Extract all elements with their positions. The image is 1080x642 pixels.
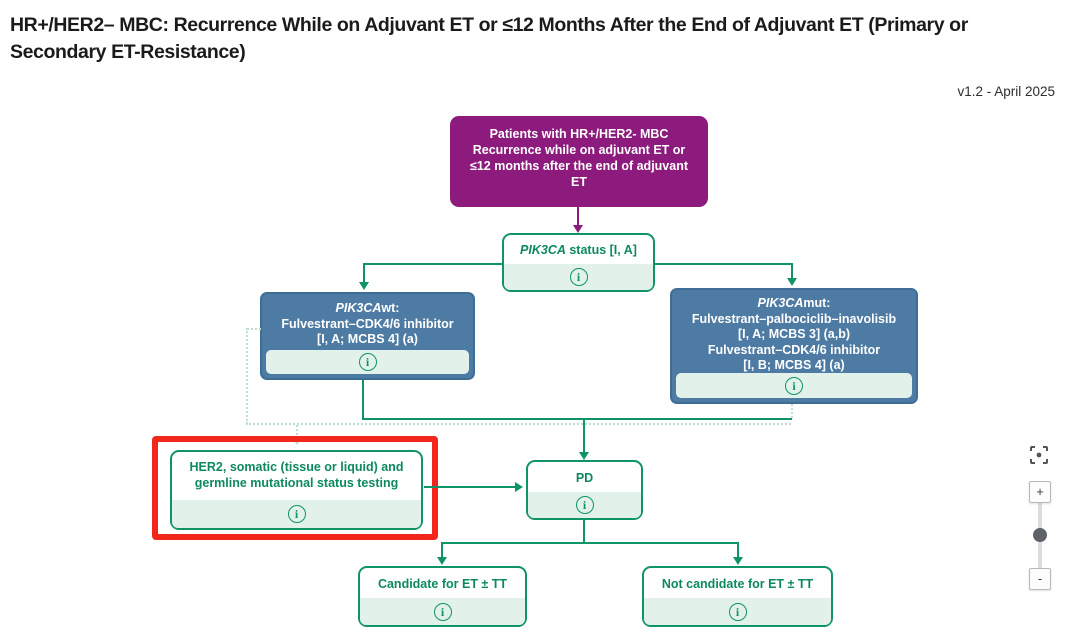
info-icon[interactable]: i bbox=[575, 496, 594, 514]
mut-line-3: [I, A; MCBS 3] (a,b) bbox=[737, 327, 851, 341]
gene-label: PIK3CA bbox=[335, 301, 382, 315]
pd-box[interactable]: PD i bbox=[526, 460, 643, 520]
candidate-box[interactable]: Candidate for ET ± TT i bbox=[358, 566, 527, 627]
arrowhead-testing-to-pd bbox=[515, 482, 523, 492]
dotted-to-testing bbox=[296, 425, 298, 439]
wt-line-1: PIK3CAwt: bbox=[262, 301, 473, 317]
info-footer: i bbox=[360, 598, 525, 625]
branch-right-line bbox=[655, 263, 793, 265]
info-footer: i bbox=[504, 264, 653, 290]
version-label: v1.2 - April 2025 bbox=[957, 84, 1055, 99]
info-icon[interactable]: i bbox=[569, 268, 588, 286]
wt-line-2: Fulvestrant–CDK4/6 inhibitor bbox=[281, 316, 454, 331]
dotted-left-drop bbox=[246, 328, 248, 424]
her2-testing-box[interactable]: HER2, somatic (tissue or liquid) and ger… bbox=[170, 450, 423, 530]
gene-label: PIK3CA bbox=[757, 296, 804, 310]
info-footer: i bbox=[528, 492, 641, 518]
info-footer: i bbox=[644, 598, 831, 625]
merge-to-pd-line bbox=[583, 418, 585, 454]
branch-left-line bbox=[364, 263, 502, 265]
split-right-drop bbox=[737, 542, 739, 558]
zoom-out-button[interactable]: - bbox=[1029, 568, 1051, 590]
patients-box[interactable]: Patients with HR+/HER2- MBC Recurrence w… bbox=[450, 116, 708, 207]
mut-line-2: Fulvestrant–palbociclib–inavolisib bbox=[691, 311, 897, 326]
page-title: HR+/HER2– MBC: Recurrence While on Adjuv… bbox=[10, 14, 968, 63]
arrowhead-patients-to-status bbox=[573, 225, 583, 233]
not-candidate-box[interactable]: Not candidate for ET ± TT i bbox=[642, 566, 833, 627]
arrowhead-to-not-candidate bbox=[733, 557, 743, 565]
branch-left-drop bbox=[363, 263, 365, 283]
mut-line-1: PIK3CAmut: bbox=[672, 296, 916, 312]
dotted-exit-wt bbox=[247, 328, 261, 330]
info-footer: i bbox=[266, 350, 469, 374]
split-left-drop bbox=[441, 542, 443, 558]
candidate-text: Candidate for ET ± TT bbox=[377, 577, 508, 591]
mut-line-4: Fulvestrant–CDK4/6 inhibitor bbox=[707, 342, 881, 357]
split-line bbox=[442, 542, 739, 544]
arrowhead-to-candidate bbox=[437, 557, 447, 565]
pik3ca-status-text: PIK3CA status [I, A] bbox=[520, 243, 637, 257]
info-footer: i bbox=[172, 500, 421, 528]
not-candidate-text: Not candidate for ET ± TT bbox=[661, 577, 814, 591]
mut-suffix-label: mut: bbox=[803, 296, 831, 310]
her2-testing-text: HER2, somatic (tissue or liquid) and ger… bbox=[189, 460, 404, 490]
gene-label: PIK3CA bbox=[520, 243, 566, 257]
info-icon[interactable]: i bbox=[287, 505, 306, 523]
arrowhead-to-pd bbox=[579, 452, 589, 460]
wt-down-line bbox=[362, 380, 364, 419]
branch-right-drop bbox=[791, 263, 793, 279]
arrowhead-to-mut bbox=[787, 278, 797, 286]
status-rest-label: status [I, A] bbox=[565, 243, 637, 257]
dotted-cross-line bbox=[246, 423, 791, 425]
pd-down-line bbox=[583, 520, 585, 543]
info-icon[interactable]: i bbox=[358, 353, 377, 371]
mut-line-5: [I, B; MCBS 4] (a) bbox=[743, 358, 845, 372]
info-icon[interactable]: i bbox=[785, 376, 803, 395]
arrow-patients-to-status bbox=[577, 207, 579, 226]
highlight-frame bbox=[152, 436, 438, 540]
zoom-slider-thumb[interactable] bbox=[1033, 528, 1047, 542]
arrowhead-to-wt bbox=[359, 282, 369, 290]
fit-to-screen-icon[interactable] bbox=[1030, 446, 1048, 464]
zoom-in-button[interactable]: + bbox=[1029, 481, 1051, 503]
pik3ca-mut-box[interactable]: PIK3CAmut: Fulvestrant–palbociclib–inavo… bbox=[670, 288, 918, 404]
testing-to-pd-line bbox=[424, 486, 516, 488]
pik3ca-status-box[interactable]: PIK3CA status [I, A] i bbox=[502, 233, 655, 292]
info-icon[interactable]: i bbox=[433, 602, 452, 621]
merge-line bbox=[362, 418, 792, 420]
pd-text: PD bbox=[575, 471, 594, 485]
info-icon[interactable]: i bbox=[728, 602, 747, 621]
info-footer: i bbox=[676, 373, 912, 398]
patients-box-text: Patients with HR+/HER2- MBC Recurrence w… bbox=[470, 127, 688, 189]
wt-suffix-label: wt: bbox=[381, 301, 400, 315]
mut-down-dotted bbox=[791, 404, 793, 418]
wt-line-3: [I, A; MCBS 4] (a) bbox=[317, 332, 418, 346]
pik3ca-wt-box[interactable]: PIK3CAwt: Fulvestrant–CDK4/6 inhibitor [… bbox=[260, 292, 475, 380]
